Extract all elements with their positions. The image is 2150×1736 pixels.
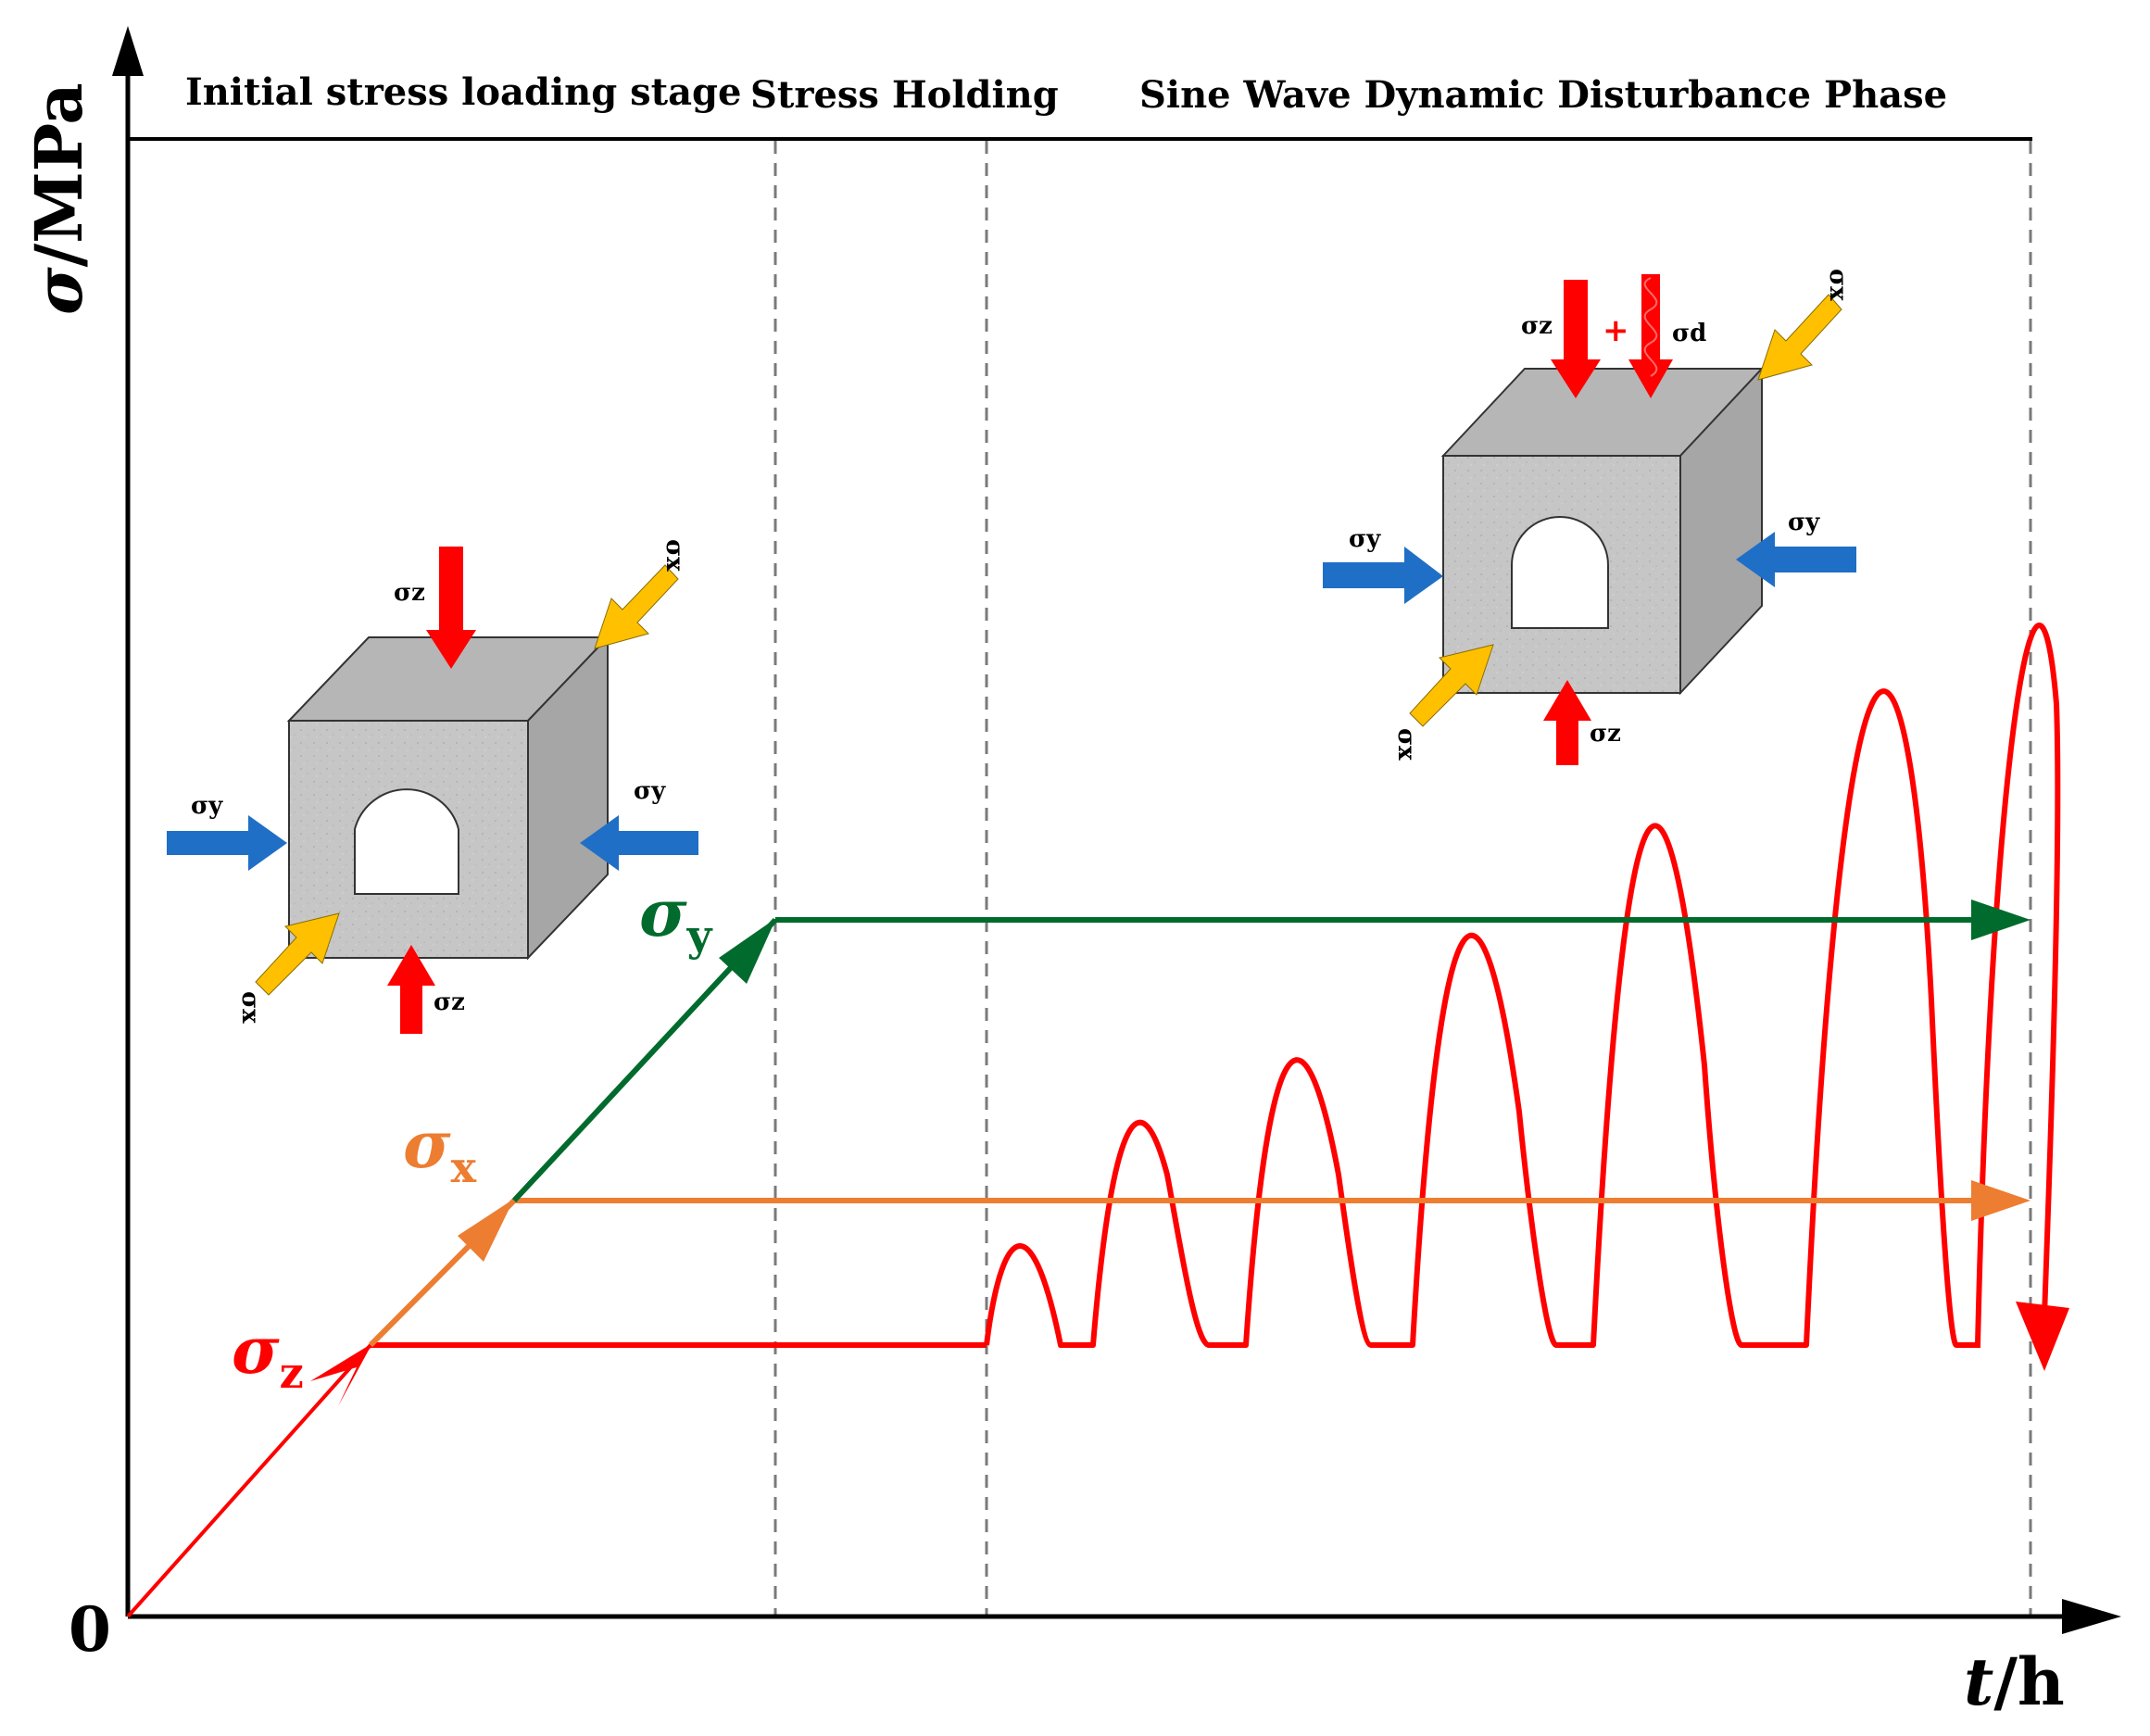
x-axis-label: t/h [1964,1643,2065,1720]
sine-disturbance-icon [1643,277,1658,377]
tunnel-opening-icon [354,788,459,895]
sigma-z-curve [126,623,2069,1618]
sigma-x-label: σx [403,1106,477,1192]
sigma-x-curve [368,1180,2031,1348]
sigma-x-end-arrowhead [1971,1180,2031,1221]
phase-label-disturbance: Sine Wave Dynamic Disturbance Phase [1139,73,1947,117]
sigma-y-ramp-arrowhead [719,918,776,984]
sigma-x-bottom-arrow-icon [255,912,340,996]
sigma-d-arrow-icon [1628,274,1673,398]
sigma-y-right-arrow-icon [580,815,698,871]
sigma-x-top-arrow-icon [594,564,679,649]
cube2-sigma-d-label: σd [1672,320,1706,347]
y-axis-arrowhead [112,26,144,76]
sigma-z-end-arrowhead [2016,1302,2069,1371]
phase-dividers [128,137,2032,1616]
cube1-sigma-z-top-label: σz [394,579,425,607]
cube2-sigma-x-top-label: σx [1824,269,1852,301]
cube1-sigma-x-top-label: σx [660,539,688,572]
sigma-z-top-arrow-icon [1551,280,1601,398]
y-axis-label: σ/MPa [20,82,97,315]
sigma-y-right-arrow-icon [1736,532,1856,587]
sigma-x-bottom-arrow-icon [1409,644,1494,727]
sigma-z-top-arrow-icon [426,547,476,669]
cube2-sigma-z-bottom-label: σz [1590,720,1621,748]
sigma-y-left-arrow-icon [1323,547,1443,604]
plus-sign: + [1603,312,1629,349]
cube1-sigma-y-right-label: σy [634,777,666,805]
sigma-z-ramp-arrowhead [310,1343,372,1406]
stress-cube-icon-static: σz σz σy σy σx σx [167,539,698,1034]
axes [112,26,2121,1634]
phase-label-holding: Stress Holding [750,73,1059,117]
cube1-sigma-z-bottom-label: σz [434,988,465,1016]
origin-label: 0 [69,1593,111,1666]
sigma-z-bottom-arrow-icon [1543,680,1591,765]
cube2-sigma-y-right-label: σy [1788,509,1820,536]
cube2-sigma-y-left-label: σy [1349,525,1381,553]
tunnel-opening-icon [1511,516,1609,629]
sigma-z-label: σz [232,1312,304,1398]
sigma-x-ramp-arrowhead [458,1199,514,1262]
sigma-y-end-arrowhead [1971,899,2031,940]
cube1-sigma-x-bottom-label: σx [236,991,264,1024]
sigma-z-bottom-arrow-icon [387,945,435,1034]
cube2-sigma-x-bottom-label: σx [1392,728,1420,761]
phase-label-loading: Initial stress loading stage [185,70,741,114]
cube2-sigma-z-top-label: σz [1521,312,1553,340]
sigma-x-top-arrow-icon [1757,294,1842,381]
sigma-y-label: σy [639,874,713,961]
sigma-y-left-arrow-icon [167,815,287,871]
cube1-sigma-y-left-label: σy [191,792,223,820]
x-axis-arrowhead [2062,1599,2121,1634]
stress-cube-icon-dynamic: + σz σd σz σy σy σx σx [1323,269,1856,765]
sigma-y-curve [511,899,2031,1203]
